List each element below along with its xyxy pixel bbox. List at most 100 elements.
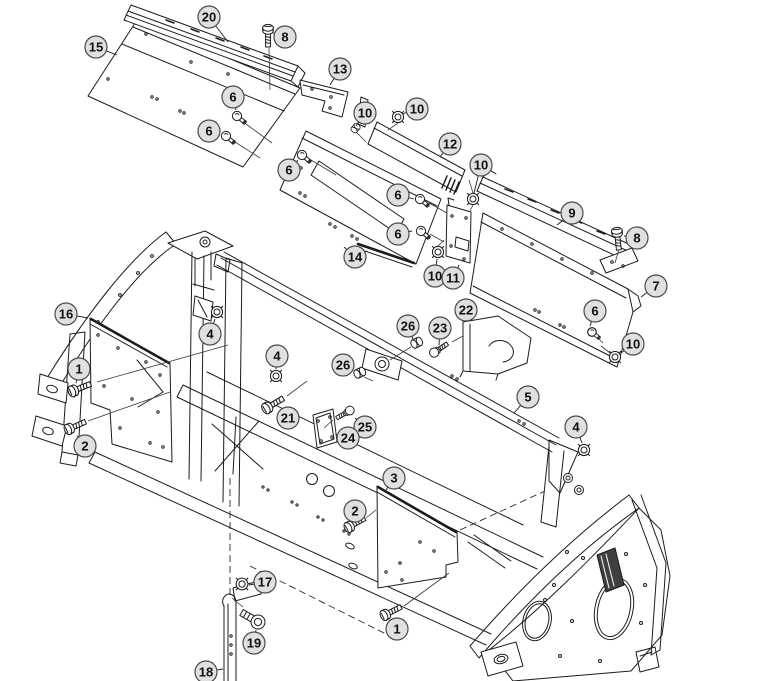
panel-part3: [376, 485, 459, 589]
callout-leader-line: [355, 121, 360, 127]
callout-balloon: [277, 158, 301, 182]
callout-6: 6: [386, 183, 415, 207]
callout-22: 22: [454, 298, 478, 322]
callout-number: 20: [202, 10, 216, 25]
callout-2: 2: [343, 499, 367, 523]
callout-9: 9: [556, 201, 584, 226]
socket-bolt-icon: [237, 605, 269, 633]
callout-number: 4: [273, 349, 281, 364]
callout-7: 7: [640, 274, 668, 298]
callout-number: 23: [433, 321, 447, 336]
callout-number: 21: [281, 411, 295, 426]
callout-balloon: [197, 119, 221, 143]
callout-balloon: [621, 332, 645, 356]
callout-balloon: [469, 153, 493, 177]
flange-nut-icon: [210, 305, 224, 319]
callout-4: 4: [265, 344, 289, 370]
callout-26: 26: [331, 353, 355, 377]
exploded-panels: [87, 4, 642, 589]
bushing-icon: [409, 335, 425, 350]
callout-balloon: [336, 426, 360, 450]
plate-part24: [312, 408, 338, 449]
callout-leader-line: [216, 668, 224, 671]
callout-15: 15: [84, 35, 118, 59]
callout-leader-line: [106, 50, 118, 56]
callout-24: 24: [336, 426, 360, 450]
callout-leader-line: [579, 437, 583, 444]
callout-balloon: [405, 97, 429, 121]
callout-number: 10: [410, 102, 424, 117]
callout-balloon: [276, 406, 300, 430]
callout-10: 10: [469, 153, 493, 194]
flange-nut-icon: [269, 369, 283, 383]
callout-leader-line: [213, 318, 216, 324]
callout-number: 26: [336, 358, 350, 373]
callout-balloon: [242, 631, 266, 655]
callout-number: 17: [258, 575, 272, 590]
callout-13: 13: [328, 57, 352, 86]
callout-leader-line: [640, 292, 648, 298]
callout-balloon: [428, 316, 452, 340]
callout-18: 18: [194, 660, 224, 681]
callout-4: 4: [564, 415, 588, 444]
callout-number: 1: [75, 362, 82, 377]
callout-balloon: [331, 353, 355, 377]
callout-number: 2: [81, 439, 88, 454]
callout-number: 24: [341, 431, 356, 446]
callout-number: 6: [229, 90, 236, 105]
rail-part20: [123, 4, 306, 88]
callout-17: 17: [248, 570, 277, 594]
callout-leader-line: [620, 350, 625, 354]
callout-2: 2: [73, 434, 97, 458]
callout-number: 11: [446, 271, 460, 286]
callout-25: 25: [353, 415, 377, 439]
callout-number: 8: [281, 30, 288, 45]
callout-5: 5: [513, 385, 540, 414]
callout-number: 4: [572, 420, 580, 435]
callout-balloon: [353, 101, 377, 125]
frame-posts: [188, 251, 243, 507]
callout-number: 5: [524, 390, 531, 405]
callout-6: 6: [386, 222, 413, 246]
callout-10: 10: [353, 101, 377, 127]
callout-number: 6: [205, 124, 212, 139]
callout-balloon: [382, 466, 406, 490]
callout-number: 6: [285, 163, 292, 178]
callout-number: 22: [459, 303, 473, 318]
callout-number: 25: [358, 420, 372, 435]
callout-balloon: [73, 434, 97, 458]
callout-number: 10: [428, 269, 442, 284]
callout-leader-line: [401, 112, 407, 115]
callout-balloon: [197, 5, 221, 29]
callout-6: 6: [583, 299, 607, 327]
callout-11: 11: [441, 264, 465, 290]
hex-bolt-icon: [262, 23, 274, 48]
callout-number: 18: [199, 665, 213, 680]
callout-balloon: [221, 85, 245, 109]
callout-4: 4: [198, 318, 222, 346]
callout-26: 26: [396, 314, 420, 340]
flange-nut-icon: [466, 192, 480, 206]
callout-number: 26: [401, 319, 415, 334]
callout-16: 16: [54, 302, 89, 326]
callout-8: 8: [272, 25, 297, 49]
callout-balloon: [441, 266, 465, 290]
callout-number: 3: [390, 471, 397, 486]
callout-balloon: [583, 299, 607, 323]
main-beam-part5: [216, 251, 579, 494]
callout-6: 6: [197, 119, 221, 143]
bracket-part11: [445, 197, 472, 264]
callout-10: 10: [620, 332, 645, 356]
callout-balloon: [54, 302, 78, 326]
callout-leader-line: [439, 152, 444, 158]
callout-1: 1: [385, 617, 409, 641]
callout-number: 6: [591, 304, 598, 319]
hex-bolt-icon: [62, 416, 89, 437]
callout-balloon: [385, 617, 409, 641]
callout-10: 10: [423, 258, 447, 288]
hex-bolt-icon: [65, 378, 94, 399]
callout-balloon: [625, 226, 649, 250]
